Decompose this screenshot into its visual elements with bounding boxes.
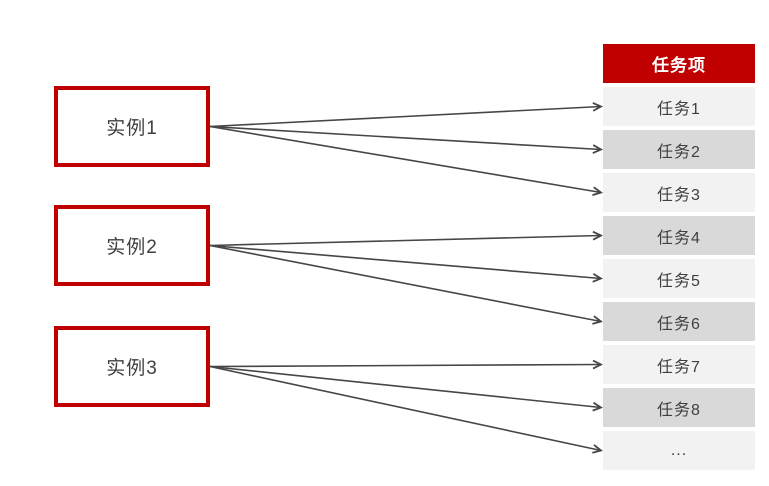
instance-box: 实例1 xyxy=(54,86,210,167)
connector-arrow xyxy=(209,365,604,412)
instance-box: 实例2 xyxy=(54,205,210,286)
task-table-header: 任务项 xyxy=(603,44,755,83)
connector-arrow xyxy=(209,230,604,247)
task-row: 任务8 xyxy=(603,388,755,427)
task-row: 任务6 xyxy=(603,302,755,341)
connector-arrow xyxy=(209,365,603,454)
task-row: 任务3 xyxy=(603,173,755,212)
connector-arrow xyxy=(209,359,604,370)
task-rows: 任务1 任务2 任务3 任务4 任务5 任务6 任务7 任务8... xyxy=(603,87,755,470)
connector-arrow xyxy=(209,244,604,283)
connector-lines xyxy=(209,102,604,454)
connector-arrow xyxy=(209,244,603,325)
connector-arrow xyxy=(209,125,603,196)
instance-label: 实例3 xyxy=(106,358,158,379)
instance-label: 实例2 xyxy=(106,237,158,258)
task-row: 任务2 xyxy=(603,130,755,169)
task-row: ... xyxy=(603,431,755,470)
task-row: 任务1 xyxy=(603,87,755,126)
instance-label: 实例1 xyxy=(106,118,158,139)
task-table: 任务项 任务1 任务2 任务3 任务4 任务5 任务6 任务7 任务8... xyxy=(603,44,755,474)
task-row: 任务5 xyxy=(603,259,755,298)
task-row: 任务4 xyxy=(603,216,755,255)
task-row: 任务7 xyxy=(603,345,755,384)
instance-box: 实例3 xyxy=(54,326,210,407)
connector-arrow xyxy=(209,125,604,154)
connector-arrow xyxy=(209,102,604,128)
